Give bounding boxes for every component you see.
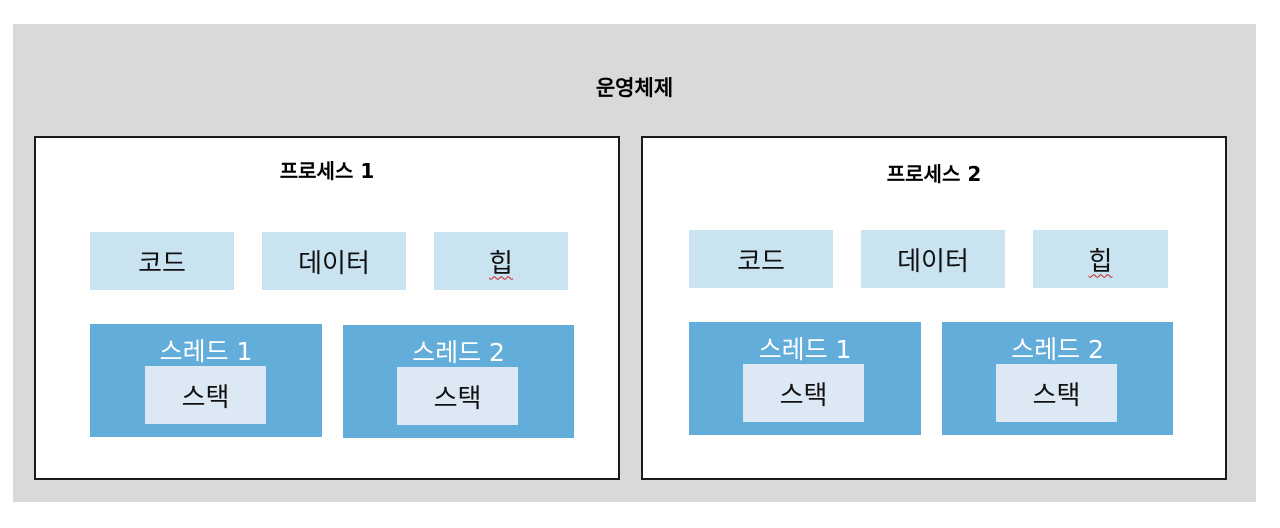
heap-label: 힙 xyxy=(489,248,513,279)
stack-label: 스택 xyxy=(181,382,230,413)
stack-label: 스택 xyxy=(433,383,482,414)
process-2-data-segment: 데이터 xyxy=(861,230,1005,288)
thread-title: 스레드 2 xyxy=(1011,335,1104,364)
os-title: 운영체제 xyxy=(595,76,674,100)
thread-title: 스레드 1 xyxy=(159,337,253,366)
process-2-title: 프로세스 2 xyxy=(886,162,982,186)
process-2-box: 프로세스 2 코드 데이터 힙 스레드 1 스택 스레드 2 스택 xyxy=(641,136,1227,480)
process-1-code-segment: 코드 xyxy=(90,232,234,290)
code-label: 코드 xyxy=(138,248,186,279)
thread-title: 스레드 1 xyxy=(758,335,852,364)
process-2-heap-segment: 힙 xyxy=(1033,230,1168,288)
thread-stack: 스택 xyxy=(743,364,864,422)
process-1-data-segment: 데이터 xyxy=(262,232,406,290)
stack-label: 스택 xyxy=(1032,380,1081,411)
process-1-box: 프로세스 1 코드 데이터 힙 스레드 1 스택 스레드 2 스택 xyxy=(34,136,620,480)
process-1-heap-segment: 힙 xyxy=(434,232,568,290)
thread-stack: 스택 xyxy=(996,364,1117,422)
thread-stack: 스택 xyxy=(397,367,518,425)
data-label: 데이터 xyxy=(897,246,969,277)
thread-title: 스레드 2 xyxy=(412,338,505,367)
operating-system-box: 운영체제 프로세스 1 코드 데이터 힙 스레드 1 스택 스레드 2 스택 프… xyxy=(13,24,1256,502)
thread-stack: 스택 xyxy=(145,366,266,424)
process-1-title: 프로세스 1 xyxy=(279,159,375,183)
heap-label: 힙 xyxy=(1088,246,1113,277)
stack-label: 스택 xyxy=(779,380,828,411)
process-1-thread-1: 스레드 1 스택 xyxy=(90,324,322,437)
process-1-thread-2: 스레드 2 스택 xyxy=(343,325,574,438)
process-2-thread-1: 스레드 1 스택 xyxy=(689,322,921,435)
process-2-thread-2: 스레드 2 스택 xyxy=(942,322,1173,435)
code-label: 코드 xyxy=(737,246,785,277)
data-label: 데이터 xyxy=(298,248,370,279)
process-2-code-segment: 코드 xyxy=(689,230,833,288)
